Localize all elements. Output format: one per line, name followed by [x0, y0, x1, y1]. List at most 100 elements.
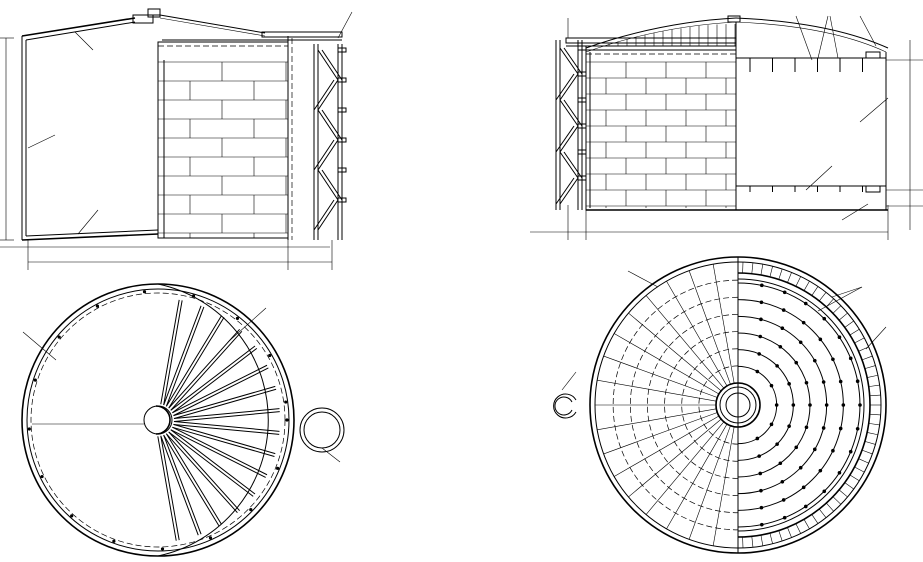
- stair-tread-edge: [165, 306, 205, 407]
- support-point: [848, 449, 853, 454]
- stair-flight: [313, 199, 335, 231]
- stair-flight: [563, 47, 583, 75]
- anchor-point: [276, 466, 280, 470]
- stair-tread: [173, 423, 276, 455]
- stair-flight: [559, 47, 579, 75]
- anchor-point: [27, 427, 31, 431]
- anchor-point: [191, 294, 196, 298]
- tank-a-shell: [21, 8, 266, 241]
- tank-a-platform: [261, 11, 353, 41]
- tank-a-brick-courses: [158, 61, 288, 238]
- support-ring: [737, 365, 778, 445]
- band-tick: [844, 320, 854, 328]
- anchor-point: [142, 290, 147, 294]
- band-tick: [849, 328, 860, 336]
- support-point: [787, 424, 791, 428]
- band-tick: [795, 276, 801, 287]
- band-tick: [854, 466, 865, 473]
- anchor-point: [57, 335, 61, 339]
- support-point: [794, 360, 799, 365]
- stair-flight: [321, 109, 343, 141]
- band-tick: [868, 384, 880, 387]
- tank-a-plan: [21, 283, 295, 557]
- stair-flight: [317, 79, 339, 111]
- stair-flight: [555, 125, 575, 153]
- tank-a-height-dimension: [0, 37, 14, 241]
- support-point: [822, 316, 827, 321]
- stair-tread-edge: [174, 411, 280, 422]
- support-point: [855, 427, 860, 431]
- support-point: [855, 379, 860, 383]
- stair-tread: [165, 433, 222, 525]
- band-tick: [769, 533, 773, 544]
- stair-flight: [321, 169, 343, 201]
- band-tick: [751, 536, 754, 548]
- tank-a-width-dimension: [0, 240, 333, 270]
- stair-tread: [160, 299, 180, 405]
- support-ring: [737, 332, 811, 478]
- stair-tread: [172, 364, 268, 414]
- support-point: [821, 380, 826, 384]
- radial-segment: [614, 333, 720, 395]
- support-point: [837, 470, 842, 475]
- tank-a-plan-anchor-points: [27, 290, 289, 551]
- radial-segment: [666, 281, 728, 387]
- support-point: [831, 448, 835, 453]
- radial-segment: [597, 408, 717, 431]
- band-tick: [778, 530, 783, 542]
- tank-a-stair-flights: [313, 47, 347, 231]
- band-tick: [861, 449, 873, 455]
- band-tick: [819, 292, 827, 302]
- support-point: [837, 335, 842, 340]
- band-tick: [864, 365, 876, 369]
- stair-flight: [313, 139, 335, 171]
- tank-b-brick-courses: [586, 61, 736, 208]
- band-tick: [849, 474, 860, 482]
- support-ring: [737, 315, 828, 495]
- band-tick: [861, 355, 873, 361]
- stair-landing: [337, 107, 347, 113]
- band-tick: [867, 432, 878, 436]
- radial-segment: [666, 423, 728, 529]
- tank-a-elevation: [0, 8, 353, 270]
- stair-landing: [337, 77, 347, 83]
- stair-flight: [559, 151, 579, 179]
- stair-tread: [160, 435, 180, 541]
- support-point: [858, 403, 862, 407]
- stair-tread-edge: [168, 317, 225, 409]
- tank-b-roof: [585, 15, 889, 53]
- support-point: [818, 468, 823, 473]
- band-tick: [803, 281, 810, 291]
- support-point: [822, 489, 827, 494]
- support-point: [808, 403, 812, 407]
- band-tick: [864, 441, 876, 445]
- tank-a-brick-panel: [157, 36, 293, 240]
- support-point: [759, 505, 764, 510]
- support-point: [760, 283, 764, 288]
- stair-tread: [170, 429, 256, 495]
- stair-flight: [317, 139, 339, 171]
- stair-tread: [173, 420, 280, 432]
- support-point: [758, 471, 763, 476]
- radial-segment: [614, 415, 720, 477]
- anchor-point: [285, 418, 289, 422]
- tank-a-detail-circle: [299, 407, 345, 463]
- stair-tread-edge: [172, 348, 258, 414]
- band-tick: [787, 272, 792, 283]
- stair-tread: [163, 305, 202, 406]
- anchor-point: [268, 353, 272, 358]
- stair-flight: [555, 73, 575, 101]
- support-point: [798, 340, 803, 345]
- radial-segment: [712, 426, 735, 546]
- anchor-point: [112, 539, 116, 543]
- band-tick: [760, 264, 764, 276]
- support-ring: [737, 349, 794, 461]
- support-point: [803, 504, 808, 509]
- support-point: [759, 317, 763, 322]
- support-point: [804, 380, 809, 385]
- radial-segment: [628, 312, 722, 392]
- stair-tread: [168, 431, 241, 511]
- tank-b-plan: [589, 256, 887, 554]
- anchor-point: [40, 474, 44, 479]
